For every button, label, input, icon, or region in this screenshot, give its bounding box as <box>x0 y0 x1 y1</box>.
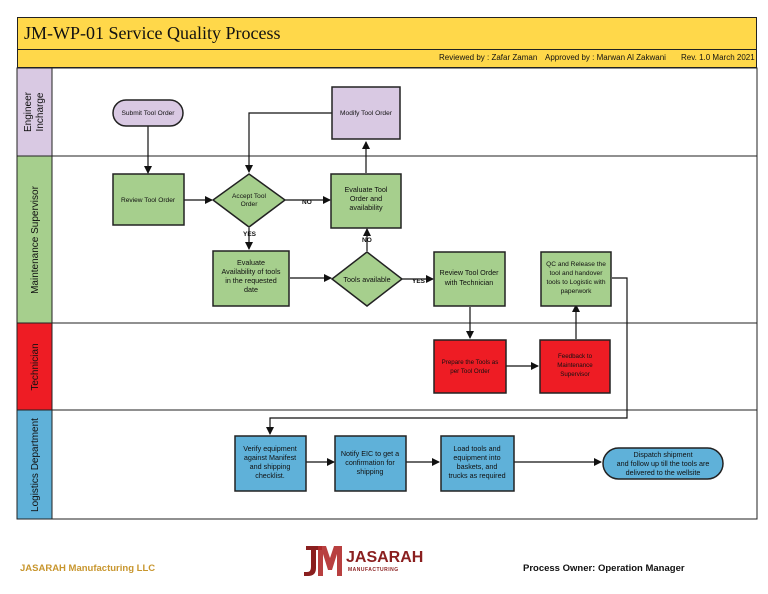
lane-header-logistics <box>16 409 53 520</box>
logo-text: JASARAH <box>346 549 423 566</box>
node-load-tools <box>440 435 515 492</box>
text-notify-3: shipping <box>357 467 384 476</box>
connectors <box>144 112 628 466</box>
text-review-order: Review Tool Order <box>121 197 176 204</box>
text-evaluate-1: Evaluate Tool <box>344 185 387 194</box>
text-prepare-2: per Tool Order <box>450 368 489 375</box>
text-evaluate-2: Order and <box>350 194 382 203</box>
jasarah-logo: JASARAH MANUFACTURING <box>304 546 423 576</box>
lane-technician <box>16 322 758 411</box>
text-modify: Modify Tool Order <box>340 110 393 117</box>
text-dispatch-2: and follow up till the tools are <box>617 459 710 468</box>
node-submit-tool-order <box>112 99 184 127</box>
text-reviewtech-1: Review Tool Order <box>440 268 500 277</box>
node-review-with-technician <box>433 251 506 307</box>
text-verify-2: against Manifest <box>244 453 296 462</box>
revision: Rev. 1.0 March 2021 <box>681 53 755 62</box>
node-prepare-tools <box>433 339 507 394</box>
text-qc-2: tool and handover <box>550 270 604 277</box>
text-tools-available: Tools available <box>343 275 390 284</box>
lane-label-engineer-2: Incharge <box>35 92 46 131</box>
label-no-accept: NO <box>302 199 312 206</box>
text-dispatch-3: delivered to the wellsite <box>626 468 701 477</box>
lane-label-supervisor: Maintenance Supervisor <box>30 185 41 294</box>
text-evaluate-3: availability <box>349 203 383 212</box>
lane-label-technician: Technician <box>30 343 41 390</box>
node-dispatch-shipment <box>602 447 724 480</box>
text-prepare-1: Prepare the Tools as <box>442 359 499 366</box>
label-yes-accept: YES <box>243 231 257 238</box>
text-load-4: trucks as required <box>448 471 505 480</box>
page-title: JM-WP-01 Service Quality Process <box>24 23 281 43</box>
edge-qc-verify <box>266 277 628 435</box>
logo-mark-m <box>318 546 342 576</box>
node-evaluate-availability <box>212 250 290 307</box>
lane-header-engineer <box>16 67 53 157</box>
text-qc-4: paperwork <box>561 288 592 295</box>
text-verify-3: and shipping <box>250 462 291 471</box>
text-notify-1: Notify EIC to get a <box>341 449 399 458</box>
node-tools-available <box>330 251 404 307</box>
node-accept-tool-order <box>211 173 287 228</box>
text-qc-1: QC and Release the <box>546 261 606 268</box>
text-load-2: equipment into <box>453 453 500 462</box>
text-submit: Submit Tool Order <box>121 110 175 117</box>
node-feedback <box>539 339 611 394</box>
lane-header-technician <box>16 322 53 411</box>
node-review-tool-order <box>112 173 185 226</box>
text-load-1: Load tools and <box>453 444 500 453</box>
approved-by: Approved by : Marwan Al Zakwani <box>545 53 666 62</box>
logo-subtext: MANUFACTURING <box>348 567 399 573</box>
lane-label-logistics: Logistics Department <box>30 418 41 512</box>
text-feedback-2: Maintenance <box>557 362 593 369</box>
text-accept-1: Accept Tool <box>232 193 267 200</box>
logo-mark <box>304 546 322 576</box>
text-reviewtech-2: with Technician <box>444 278 494 287</box>
text-evalavail-3: in the requested <box>225 276 277 285</box>
text-verify-4: checklist. <box>255 471 285 480</box>
text-accept-2: Order <box>241 201 259 208</box>
text-feedback-3: Supervisor <box>560 371 590 378</box>
text-verify-1: Verify equipment <box>243 444 297 453</box>
node-evaluate-tool-order <box>330 173 402 229</box>
text-qc-3: tools to Logistic with <box>546 279 605 286</box>
node-verify-equipment <box>234 435 307 492</box>
node-qc-release <box>540 251 612 307</box>
label-no-tools: NO <box>362 237 372 244</box>
node-notify-eic <box>334 435 407 492</box>
edge-modify-accept <box>245 112 332 173</box>
label-yes-tools: YES <box>412 278 426 285</box>
text-feedback-1: Feedback to <box>558 353 593 360</box>
text-evalavail-2: Availability of tools <box>222 267 281 276</box>
text-evalavail-4: date <box>244 285 258 294</box>
footer-company: JASARAH Manufacturing LLC <box>20 563 156 574</box>
title-bar: JM-WP-01 Service Quality Process <box>17 17 757 50</box>
text-evalavail-1: Evaluate <box>237 258 265 267</box>
text-dispatch-1: Dispatch shipment <box>633 450 692 459</box>
reviewed-by: Reviewed by : Zafar Zaman <box>439 53 538 62</box>
lane-header-supervisor <box>16 155 53 324</box>
lane-label-engineer-1: Engineer <box>23 91 34 132</box>
node-modify-tool-order <box>331 86 401 140</box>
text-load-3: baskets, and <box>457 462 498 471</box>
footer-process-owner: Process Owner: Operation Manager <box>523 563 685 574</box>
text-notify-2: confirmation for <box>345 458 395 467</box>
